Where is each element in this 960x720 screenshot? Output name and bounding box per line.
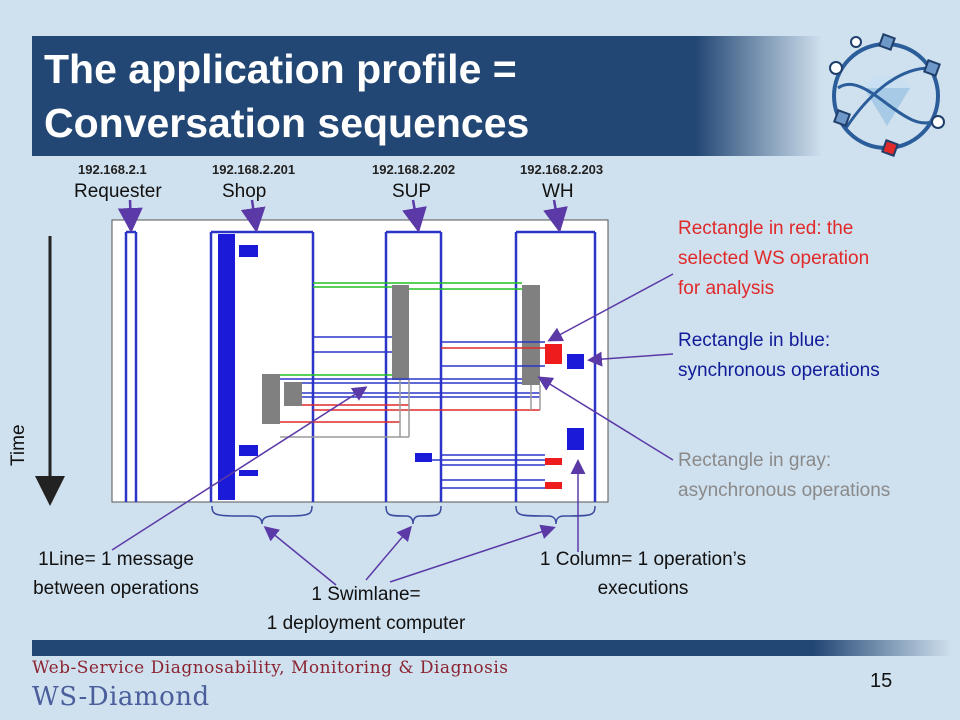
red-op-wh-2 bbox=[545, 482, 562, 489]
line-annotation-line1: 1Line= 1 message bbox=[38, 549, 194, 570]
blue-op-3 bbox=[239, 470, 258, 476]
page-number: 15 bbox=[870, 670, 893, 692]
slide-title: The application profile = Conversation s… bbox=[44, 46, 530, 146]
wh-label: WH bbox=[542, 181, 574, 202]
blue-op-sup bbox=[415, 453, 432, 462]
column-annotation: 1 Column= 1 operation’s executions bbox=[508, 545, 778, 603]
gray-annotation-line2: asynchronous operations bbox=[678, 480, 891, 501]
column-annotation-line1: 1 Column= 1 operation’s bbox=[539, 549, 747, 570]
gray-annotation: Rectangle in gray: asynchronous operatio… bbox=[678, 446, 890, 506]
sup-ip: 192.168.2.202 bbox=[372, 162, 456, 177]
time-label: Time bbox=[8, 424, 29, 466]
red-annotation-line3: for analysis bbox=[678, 278, 775, 299]
wh-ip: 192.168.2.203 bbox=[520, 162, 604, 177]
shop-ip: 192.168.2.201 bbox=[212, 162, 296, 177]
gray-op-shop-2 bbox=[284, 382, 302, 406]
blue-annotation: Rectangle in blue: synchronous operation… bbox=[678, 326, 880, 386]
swimlane-annotation: 1 Swimlane= 1 deployment computer bbox=[236, 580, 496, 638]
swimlane-annotation-line1: 1 Swimlane= bbox=[311, 584, 421, 605]
line-annotation: 1Line= 1 message between operations bbox=[6, 545, 226, 603]
title-bar bbox=[32, 36, 822, 156]
swimlane-braces bbox=[211, 505, 596, 525]
red-op-wh-1 bbox=[545, 458, 562, 465]
requester-ip: 192.168.2.1 bbox=[78, 162, 147, 177]
requester-label: Requester bbox=[74, 181, 162, 202]
blue-annotation-line1: Rectangle in blue: bbox=[678, 330, 831, 351]
red-annotation-line2: selected WS operation bbox=[678, 248, 870, 269]
blue-op-1 bbox=[239, 245, 258, 257]
gray-op-sup bbox=[392, 285, 409, 380]
footer-logo-text: WS-Diamond bbox=[32, 682, 210, 712]
red-annotation-line1: Rectangle in red: the bbox=[678, 218, 854, 239]
blue-op-2 bbox=[239, 445, 258, 456]
red-annotation: Rectangle in red: the selected WS operat… bbox=[678, 214, 869, 304]
gray-op-shop-1 bbox=[262, 374, 280, 424]
column-annotation-line2: executions bbox=[597, 578, 689, 599]
sup-label: SUP bbox=[392, 181, 432, 202]
shop-main-operation bbox=[218, 234, 235, 500]
red-op-selected bbox=[545, 344, 562, 364]
swimlane-annotation-line2: 1 deployment computer bbox=[266, 613, 466, 634]
message-lines bbox=[280, 282, 545, 489]
ws-diamond-logo bbox=[829, 33, 945, 157]
gray-annotation-line1: Rectangle in gray: bbox=[678, 450, 832, 471]
header-arrows bbox=[117, 199, 568, 233]
blue-annotation-line2: synchronous operations bbox=[678, 360, 880, 381]
annotation-arrows bbox=[111, 273, 674, 586]
footer-bar bbox=[32, 640, 952, 656]
gray-op-wh bbox=[522, 285, 540, 385]
shop-label: Shop bbox=[222, 181, 267, 202]
line-annotation-line2: between operations bbox=[33, 578, 199, 599]
blue-op-wh-1 bbox=[567, 354, 584, 369]
blue-op-wh-2 bbox=[567, 428, 584, 450]
footer-text: Web-Service Diagnosability, Monitoring &… bbox=[32, 658, 509, 678]
